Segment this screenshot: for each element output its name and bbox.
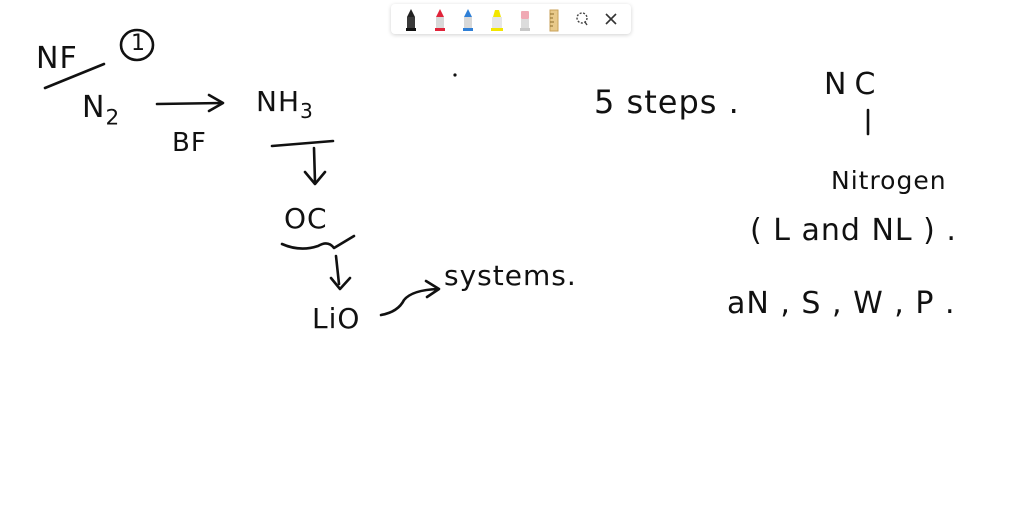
down-arrow-1 xyxy=(312,146,317,184)
n2-formula: N2 xyxy=(82,93,120,129)
ink-dot xyxy=(453,73,457,77)
n2-subscript: 2 xyxy=(105,105,121,131)
black-pen-icon xyxy=(406,9,417,31)
drawing-toolbar xyxy=(391,4,631,34)
ruler-icon xyxy=(549,9,559,32)
lasso-tool[interactable] xyxy=(571,6,593,32)
blue-pen-icon xyxy=(463,9,474,31)
eraser-tool[interactable] xyxy=(514,6,536,32)
close-icon xyxy=(605,13,617,25)
l-and-nl-label: ( L and NL ) . xyxy=(750,213,957,248)
arrow-line xyxy=(155,101,224,106)
nitrogen-label: Nitrogen xyxy=(831,166,947,195)
red-pen-tool[interactable] xyxy=(429,6,451,32)
highlighter-icon xyxy=(490,10,503,31)
nh3-base: NH xyxy=(256,85,300,118)
down-arrow-2 xyxy=(334,254,341,286)
bf-label: BF xyxy=(172,128,207,158)
nh3-subscript: 3 xyxy=(300,99,314,124)
five-steps-label: 5 steps . xyxy=(594,83,740,121)
systems-label: systems. xyxy=(444,259,577,292)
circled-number: 1 xyxy=(131,31,146,56)
red-pen-icon xyxy=(434,9,445,31)
eraser-icon xyxy=(520,11,531,31)
nh3-formula: NH3 xyxy=(256,85,314,124)
close-toolbar-button[interactable] xyxy=(600,6,622,32)
black-pen-tool[interactable] xyxy=(400,6,422,32)
ruler-tool[interactable] xyxy=(543,6,565,32)
arrow-to-systems xyxy=(379,287,440,317)
oc-brace xyxy=(280,234,356,250)
lio-label: LiO xyxy=(312,302,361,335)
blue-pen-tool[interactable] xyxy=(457,6,479,32)
nh3-bar xyxy=(270,139,335,148)
nf-label: NF xyxy=(36,41,78,76)
nc-label: NC xyxy=(824,67,884,102)
n2-base: N xyxy=(82,90,106,125)
highlighter-tool[interactable] xyxy=(486,6,508,32)
lasso-icon xyxy=(576,12,588,26)
oc-label: OC xyxy=(284,202,328,235)
an-list-label: aN , S , W , P . xyxy=(727,286,956,321)
